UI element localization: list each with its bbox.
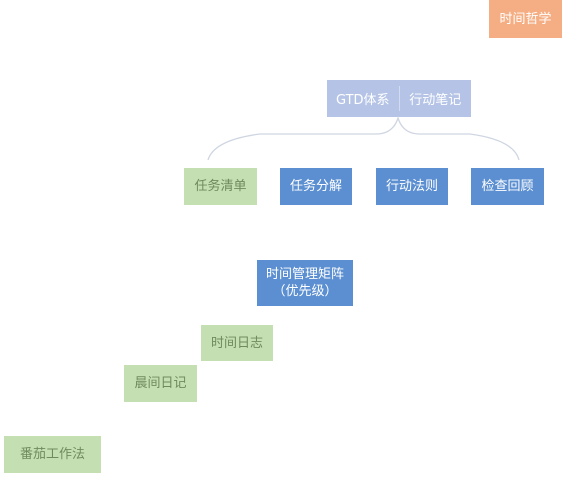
gtd-divider <box>398 86 400 111</box>
node-check-review: 检查回顾 <box>471 168 544 205</box>
node-time-philosophy: 时间哲学 <box>489 0 562 38</box>
node-morning-diary: 晨间日记 <box>124 365 197 402</box>
action-notes-label: 行动笔记 <box>409 93 462 108</box>
node-gtd-system: GTD体系 行动笔记 <box>327 80 471 117</box>
node-time-management-matrix: 时间管理矩阵 （优先级） <box>257 260 353 306</box>
node-task-breakdown: 任务分解 <box>280 168 352 205</box>
node-pomodoro: 番茄工作法 <box>4 436 101 473</box>
node-action-rules: 行动法则 <box>376 168 448 205</box>
gtd-label: GTD体系 <box>335 93 390 108</box>
node-time-log: 时间日志 <box>201 325 273 361</box>
node-task-list: 任务清单 <box>184 168 257 205</box>
